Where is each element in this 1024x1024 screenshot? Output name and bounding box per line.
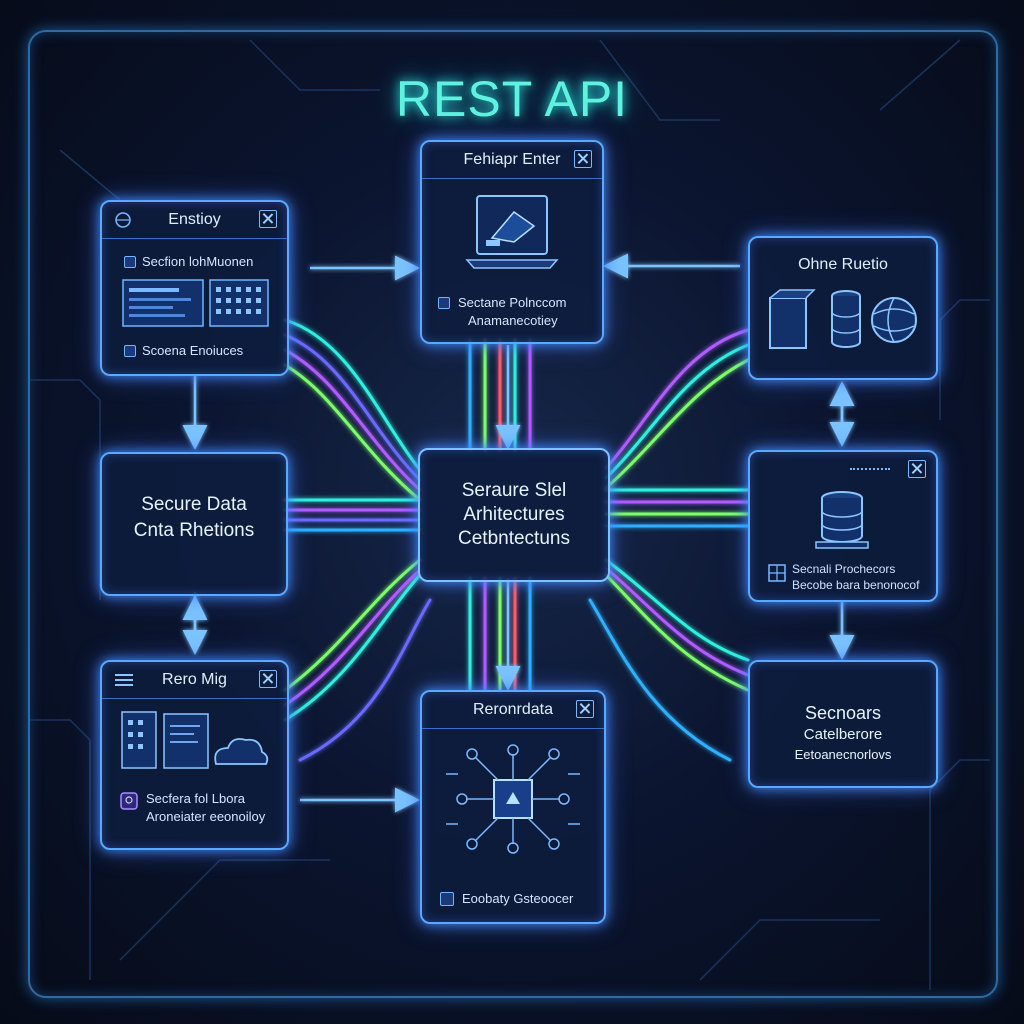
- panel-mid-right[interactable]: Secnali Prochecors Becobe bara benonocof: [748, 450, 938, 602]
- panel-top-left[interactable]: Enstioy Secfion lohMuonen Scoena Enoiuce…: [100, 200, 289, 376]
- laptop-icon: [465, 195, 559, 269]
- panel-title: Fehiapr Enter: [463, 151, 561, 168]
- panel-label: Secfera fol Lbora: [146, 791, 246, 806]
- dots-icon: [850, 468, 890, 472]
- panel-label: Sectane Polnccom: [458, 295, 567, 310]
- cloud-icon: [121, 711, 269, 769]
- panel-center[interactable]: Seraure Slel Arhitectures Cetbntectuns: [418, 448, 610, 582]
- panel-text: Cnta Rhetions: [133, 520, 255, 541]
- globe-icon: [115, 212, 131, 228]
- circuit-icon: [446, 744, 580, 854]
- panel-text: Eetoanecnorlovs: [794, 747, 892, 762]
- shield-icon: [120, 792, 138, 810]
- panel-header: Enstioy: [102, 202, 287, 239]
- database-icon: [831, 290, 861, 348]
- panel-top-right[interactable]: Ohne Ruetio: [748, 236, 938, 380]
- chip-icon: [440, 892, 454, 906]
- panel-title: Reronrdata: [472, 701, 554, 718]
- panel-text: Arhitectures: [463, 504, 565, 525]
- panel-header: Reronrdata: [422, 692, 604, 729]
- close-icon[interactable]: [259, 210, 277, 228]
- panel-label: Anamanecotiey: [468, 313, 558, 328]
- panel-text: Secure Data: [141, 494, 247, 515]
- data-streams: [283, 318, 750, 762]
- bullet-icon: [438, 297, 450, 309]
- panel-header: Rero Mig: [102, 662, 287, 699]
- panel-label: Secnali Prochecors: [792, 562, 896, 576]
- panel-top-center[interactable]: Fehiapr Enter Sectane Polnccom Anamaneco…: [420, 140, 604, 344]
- panel-title: Enstioy: [168, 211, 221, 228]
- background-traces: [30, 39, 990, 990]
- grid-icon: [122, 279, 269, 327]
- panel-bottom-right[interactable]: Secnoars Catelberore Eetoanecnorlovs: [748, 660, 938, 788]
- panel-text: Catelberore: [803, 726, 883, 743]
- bullet-icon: [124, 345, 136, 357]
- panel-header: [750, 452, 936, 488]
- grid-icon: [768, 564, 786, 582]
- panel-title: Rero Mig: [162, 671, 227, 688]
- close-icon[interactable]: [908, 460, 926, 478]
- bullet-icon: [124, 256, 136, 268]
- close-icon[interactable]: [576, 700, 594, 718]
- panel-title: Ohne Ruetio: [798, 256, 888, 273]
- sphere-icon: [871, 297, 917, 343]
- panel-header: Fehiapr Enter: [422, 142, 602, 179]
- panel-bottom-center[interactable]: Reronrdata Eoobaty Gsteoocer: [420, 690, 606, 924]
- flow-arrows: [182, 253, 855, 813]
- panel-bottom-left[interactable]: Rero Mig Secfera fol Lbora Aroneiater ee…: [100, 660, 289, 850]
- panel-text: Cetbntectuns: [458, 528, 570, 549]
- panel-mid-left[interactable]: Secure Data Cnta Rhetions: [100, 452, 288, 596]
- outer-frame: [28, 30, 998, 998]
- panel-text: Secnoars: [804, 703, 882, 723]
- close-icon[interactable]: [259, 670, 277, 688]
- database-icon: [815, 491, 869, 549]
- close-icon[interactable]: [574, 150, 592, 168]
- panel-label: Eoobaty Gsteoocer: [462, 891, 574, 906]
- server-icon: [769, 289, 917, 349]
- panel-label: Aroneiater eeonoiloy: [146, 809, 266, 824]
- menu-icon: [115, 674, 133, 686]
- panel-label: Secfion lohMuonen: [142, 254, 254, 269]
- panel-label: Scoena Enoiuces: [142, 343, 244, 358]
- panel-text: Seraure Slel: [461, 480, 567, 501]
- page-title: REST API: [395, 71, 629, 127]
- panel-label: Becobe bara benonocof: [792, 578, 920, 592]
